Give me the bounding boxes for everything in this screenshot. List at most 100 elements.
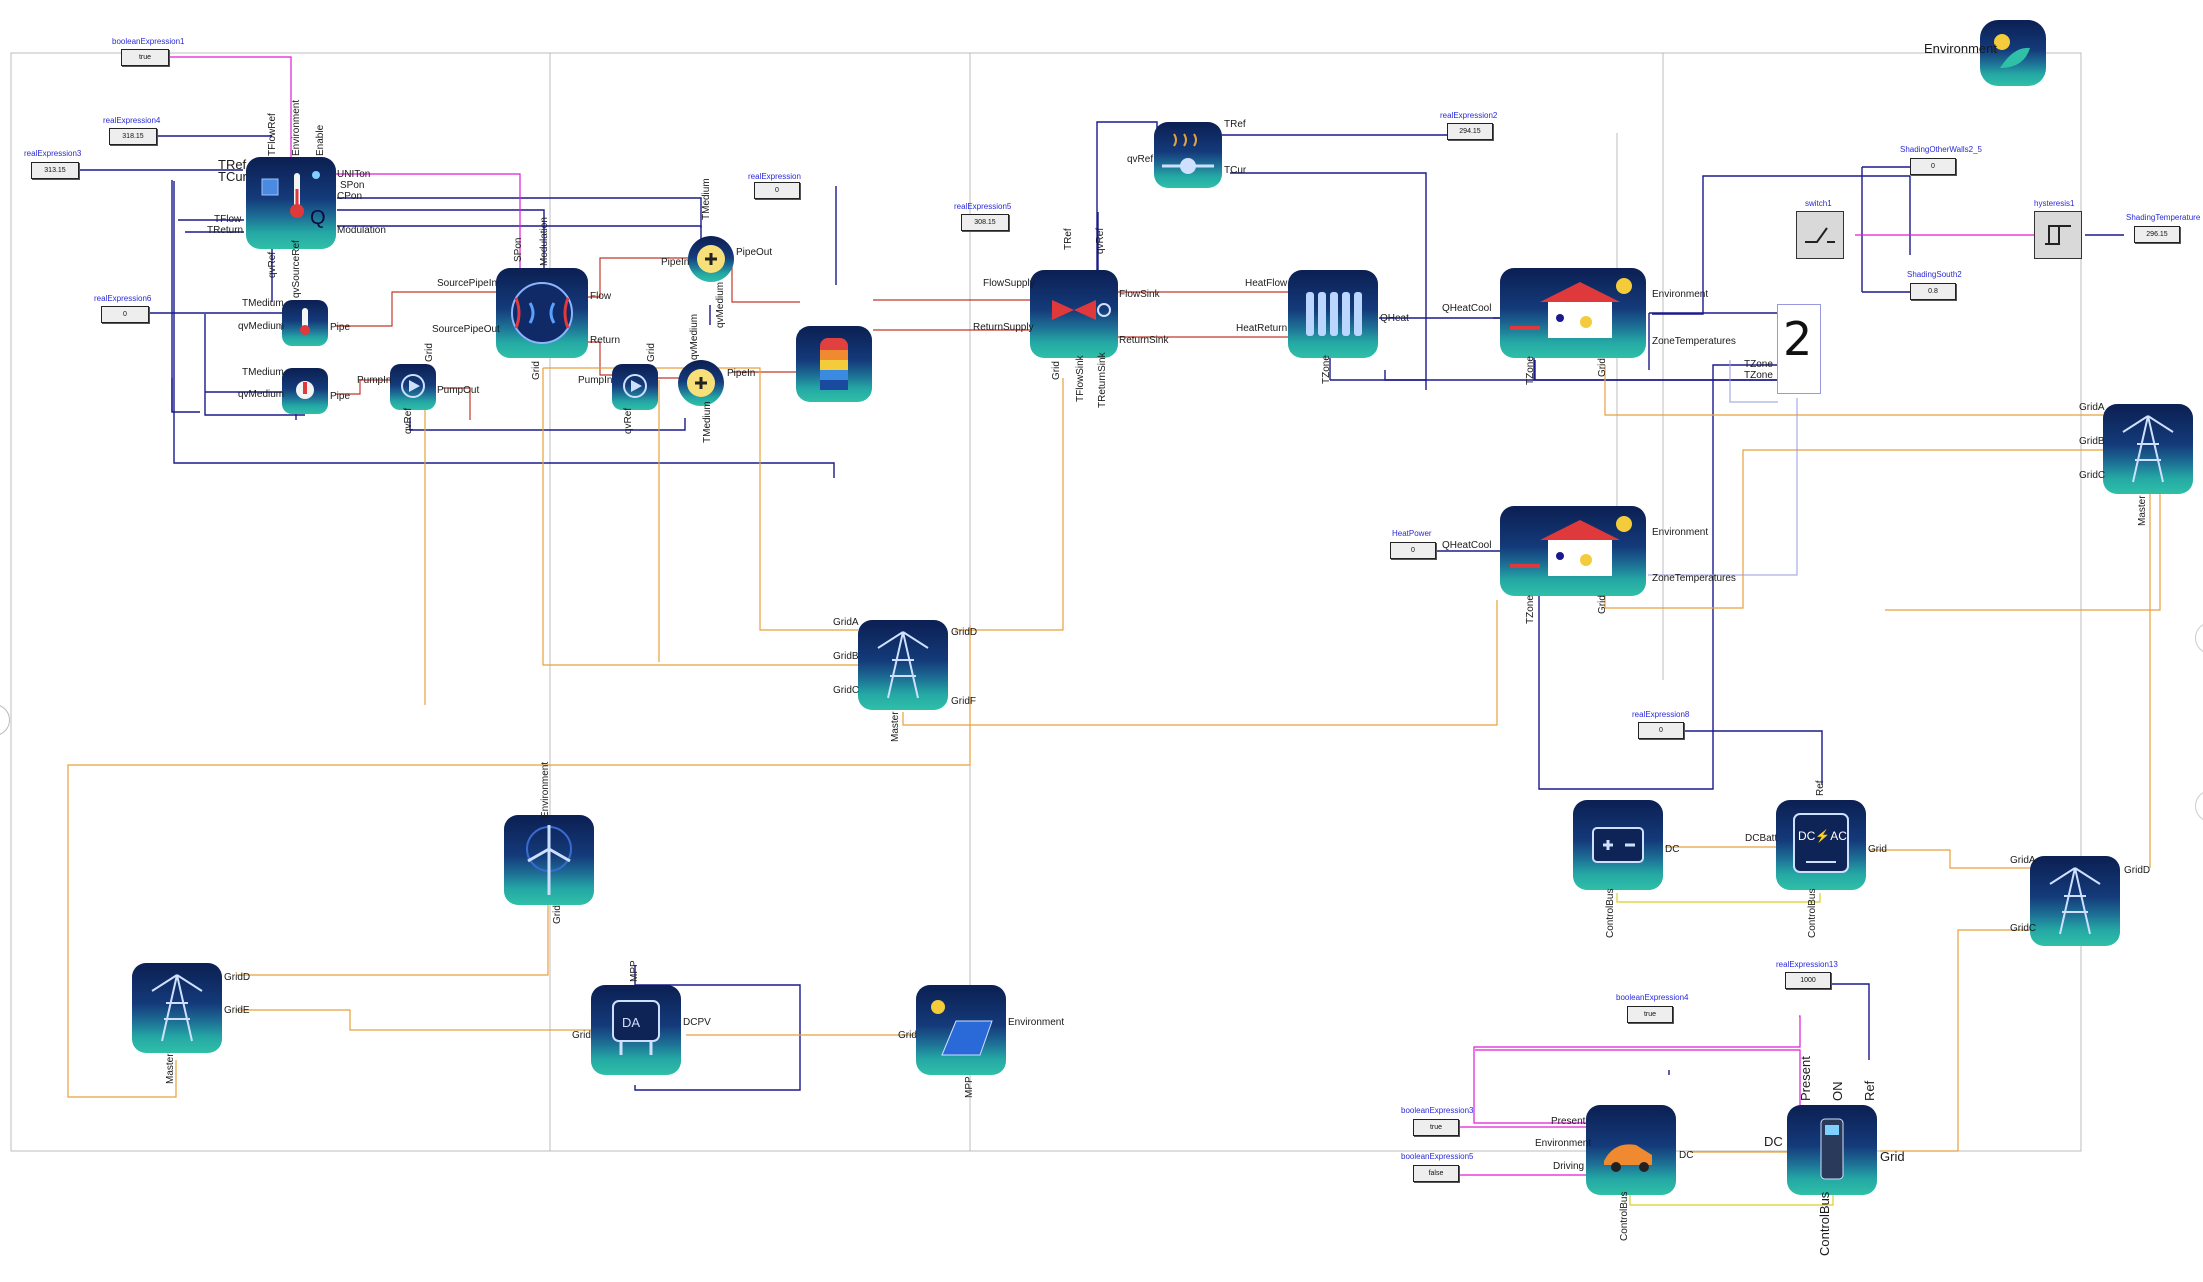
hp-tref: TRef [218, 157, 247, 172]
shadingother-box[interactable]: 0 [1910, 158, 1956, 175]
heat-exchanger-block[interactable] [496, 268, 588, 358]
chg-dc: DC [1764, 1134, 1783, 1149]
b1-tzone: TZone [1525, 356, 1536, 385]
boiler-tcur: TCur [1224, 165, 1247, 176]
b2-zonetemps: ZoneTemperatures [1652, 573, 1736, 584]
shadingother-label: ShadingOtherWalls2_5 [1900, 145, 1982, 154]
grid-node-block-2[interactable] [2103, 404, 2193, 494]
pvinv-dcpv: DCPV [683, 1017, 711, 1028]
hp-cpon: CPon [337, 191, 363, 202]
hysteresis1-label: hysteresis1 [2034, 199, 2075, 208]
mv-tref: TRef [1063, 228, 1074, 250]
heatpower-box[interactable]: 0 [1390, 542, 1436, 559]
switch1-block[interactable] [1796, 211, 1844, 259]
b1-zonetemps: ZoneTemperatures [1652, 336, 1736, 347]
realExpression2-box[interactable]: 294.15 [1447, 123, 1493, 140]
booleanExpression1-box[interactable]: true [121, 49, 169, 66]
grid-node-block-3[interactable] [2030, 856, 2120, 946]
hp-q-label: Q [310, 207, 326, 229]
heat-pump-block[interactable] [246, 157, 336, 249]
booleanExpression3-box[interactable]: true [1413, 1119, 1459, 1136]
b2-tzone: TZone [1525, 595, 1536, 624]
ts-pipe: Pipe [330, 322, 351, 333]
ev-driving: Driving [1553, 1161, 1585, 1172]
he-flow: Flow [590, 291, 612, 302]
pump-block-1[interactable] [390, 364, 436, 410]
b2-qheatcool: QHeatCool [1442, 540, 1492, 551]
gn1-gridd: GridD [951, 627, 978, 638]
realExpression5-label: realExpression5 [954, 202, 1012, 211]
pvinv-mpp: MPP [629, 960, 640, 982]
valve1-tmedium: TMedium [701, 178, 712, 220]
booleanExpression4-box[interactable]: true [1627, 1006, 1673, 1023]
pump1-pumpout: PumpOut [437, 385, 480, 396]
valve2-qvmedium: qvMedium [689, 313, 700, 360]
mv-tflowsink: TFlowSink [1075, 355, 1086, 402]
gn1-gridf: GridF [951, 696, 976, 707]
gn1-gridb: GridB [833, 651, 859, 662]
building-block-1[interactable] [1500, 268, 1646, 358]
valve-block-2[interactable] [678, 360, 724, 406]
gn1-grida: GridA [833, 617, 859, 628]
building-block-2[interactable] [1500, 506, 1646, 596]
switch1-label: switch1 [1805, 199, 1832, 208]
hp-spon: SPon [340, 180, 365, 191]
he-sourcepipeout: SourcePipeOut [432, 324, 500, 335]
mv-qvref: qvRef [1095, 227, 1106, 254]
hysteresis1-block[interactable] [2034, 211, 2082, 259]
hp-enable: Enable [315, 124, 326, 156]
gn4-gridd: GridD [224, 972, 251, 983]
realExpression-box[interactable]: 0 [754, 182, 800, 199]
fs-tmedium: TMedium [242, 367, 284, 378]
pv-inverter-block[interactable] [591, 985, 681, 1075]
valve2-pipein: PipeIn [727, 368, 756, 379]
realExpression4-box[interactable]: 318.15 [109, 128, 157, 145]
hp-environment: Environment [291, 99, 302, 156]
bat-controlbus: ControlBus [1605, 888, 1616, 938]
temperature-sensor-block[interactable] [282, 300, 328, 346]
realExpression5-box[interactable]: 308.15 [961, 214, 1009, 231]
pump2-pumpin: PumpIn [578, 375, 613, 386]
he-sourcepipein: SourcePipeIn [437, 278, 498, 289]
booleanExpression5-label: booleanExpression5 [1401, 1152, 1474, 1161]
fs-qvmedium: qvMedium [238, 389, 285, 400]
shadingtemperature-label: ShadingTemperature [2126, 213, 2201, 222]
mixing-valve-block[interactable] [1030, 270, 1118, 358]
ev-block[interactable] [1586, 1105, 1676, 1195]
bconv-controlbus: ControlBus [1807, 888, 1818, 938]
flow-sensor-block[interactable] [282, 368, 328, 414]
realExpression3-box[interactable]: 313.15 [31, 162, 79, 179]
wind-turbine-block[interactable] [504, 815, 594, 905]
boiler-block[interactable] [1154, 122, 1222, 188]
grid-node-block-4[interactable] [132, 963, 222, 1053]
battery-block[interactable] [1573, 800, 1663, 890]
pump2-qvref: qvRef [623, 407, 634, 434]
valve-block-1[interactable] [688, 236, 734, 282]
realExpression13-box[interactable]: 1000 [1785, 972, 1831, 989]
pump1-pumpin: PumpIn [357, 375, 392, 386]
shadingtemperature-box[interactable]: 296.15 [2134, 226, 2180, 243]
realExpression6-box[interactable]: 0 [101, 306, 149, 323]
valve1-pipeout: PipeOut [736, 247, 773, 258]
realExpression8-box[interactable]: 0 [1638, 722, 1684, 739]
ev-charger-block[interactable] [1787, 1105, 1877, 1195]
realExpression4-label: realExpression4 [103, 116, 161, 125]
hp-qvsourceref: qvSourceRef [291, 240, 302, 298]
radiator-block[interactable] [1288, 270, 1378, 358]
grid-node-block-1[interactable] [858, 620, 948, 710]
bconv-ref: Ref [1815, 780, 1826, 796]
pump-block-2[interactable] [612, 364, 658, 410]
realExpression2-label: realExpression2 [1440, 111, 1498, 120]
pv-grid: Grid [898, 1030, 917, 1041]
environment-block[interactable] [1980, 20, 2046, 86]
shadingsouth2-box[interactable]: 0.8 [1910, 283, 1956, 300]
booleanExpression5-box[interactable]: false [1413, 1165, 1459, 1182]
gn2-gridc: GridC [2079, 470, 2106, 481]
pv-panel-block[interactable] [916, 985, 1006, 1075]
battery-converter-block[interactable] [1776, 800, 1866, 890]
gn4-master: Master [165, 1053, 176, 1084]
storage-tank-block[interactable] [796, 326, 872, 402]
mv-returnsink: ReturnSink [1119, 335, 1169, 346]
pump1-grid: Grid [424, 343, 435, 362]
chg-present: Present [1798, 1056, 1813, 1101]
